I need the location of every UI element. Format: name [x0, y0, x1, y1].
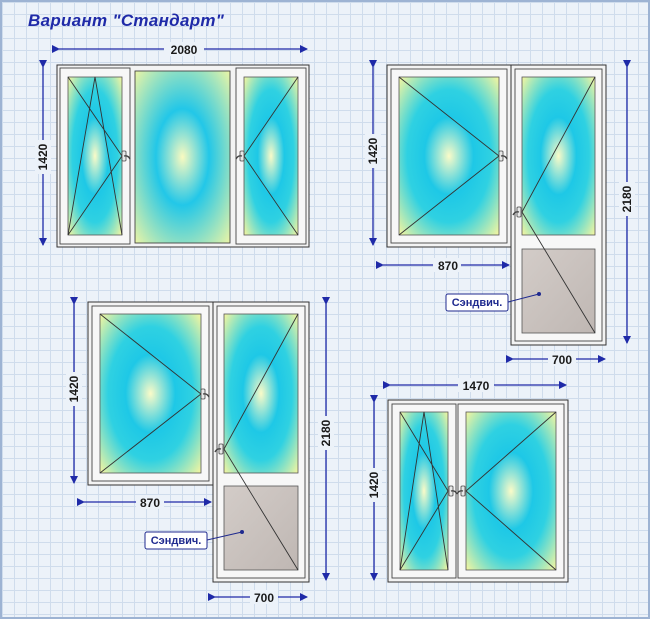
dim-width: 2080 [171, 43, 198, 57]
dim-window-width: 870 [438, 259, 458, 273]
glass-right [465, 411, 557, 571]
sandwich-panel [223, 485, 299, 571]
dim-door-height: 2180 [319, 419, 333, 446]
dim-door-width: 700 [254, 591, 274, 605]
diagram-4-window: 1470 1420 [366, 378, 569, 583]
dim-window-width: 870 [140, 496, 160, 510]
glass-window [398, 76, 500, 236]
callout-sandwich: Сэндвич. [151, 535, 202, 547]
dim-height: 1420 [367, 471, 381, 498]
diagram-1-window: 2080 1420 [35, 42, 310, 248]
glass-left [67, 76, 123, 236]
dim-door-width: 700 [552, 353, 572, 367]
dim-height: 1420 [36, 143, 50, 170]
diagram-3-window-door: 1420 2180 870 700 Сэндвич. [66, 297, 334, 605]
glass-door [521, 76, 596, 236]
glass-window [99, 313, 202, 474]
sandwich-panel [521, 248, 596, 334]
dim-window-height: 1420 [67, 375, 81, 402]
glass-door [223, 313, 299, 474]
dim-window-height: 1420 [366, 137, 380, 164]
dim-door-height: 2180 [620, 185, 634, 212]
callout-sandwich: Сэндвич. [452, 297, 503, 309]
dim-width: 1470 [463, 379, 490, 393]
glass-left [399, 411, 449, 571]
diagram-2-window-door: 1420 2180 870 700 Сэндвич. [365, 60, 635, 367]
glass-right [243, 76, 299, 236]
glass-center-fixed [134, 70, 231, 244]
page-title: Вариант "Стандарт" [28, 11, 225, 30]
